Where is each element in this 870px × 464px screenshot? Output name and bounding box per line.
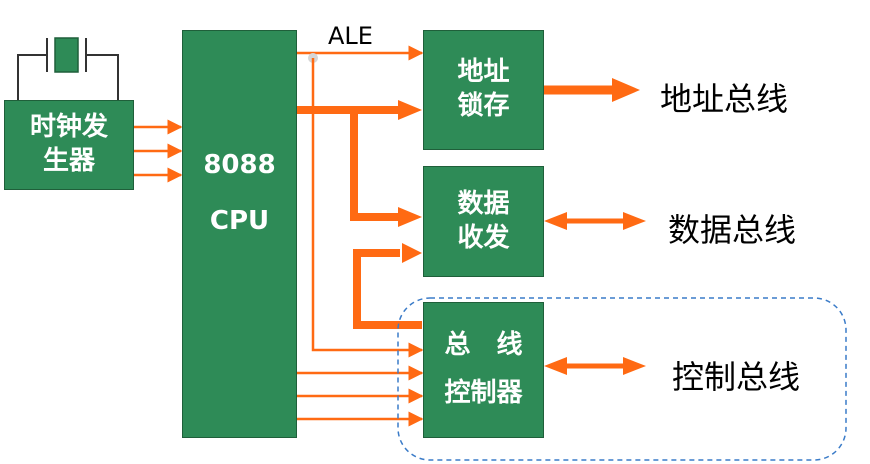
control-group-outline: [397, 297, 847, 461]
transceiver-label-line2: 收发: [457, 222, 510, 253]
clock-signal-arrows: [134, 119, 183, 183]
clock-label-line2: 生器: [42, 146, 95, 176]
control-signal-arrows: [297, 365, 424, 427]
cpu-bus-thick: [297, 100, 422, 329]
ale-label: ALE: [328, 22, 373, 50]
crystal-icon: [17, 37, 119, 100]
clock-generator-block: 时钟发 生器: [4, 100, 134, 190]
transceiver-label-line1: 数据: [457, 188, 510, 219]
latch-label-line1: 地址: [457, 57, 510, 88]
data-bus-arrow: [544, 212, 646, 230]
ale-signal-line: [297, 45, 424, 358]
cpu-label: CPU: [209, 205, 270, 236]
data-transceiver-block: 数据 收发: [423, 166, 544, 277]
cpu-model-label: 8088: [203, 150, 276, 180]
data-bus-label: 数据总线: [668, 211, 797, 249]
controller-label-line1: 总 线: [444, 330, 523, 361]
address-latch-block: 地址 锁存: [423, 30, 544, 150]
control-bus-arrow: [544, 357, 646, 375]
cpu-block: 8088 CPU: [182, 30, 297, 438]
controller-label-line2: 控制器: [444, 378, 523, 408]
address-bus-arrow: [544, 78, 640, 102]
address-bus-label: 地址总线: [660, 80, 789, 118]
clock-label-line1: 时钟发: [29, 112, 108, 143]
control-bus-label: 控制总线: [672, 358, 801, 396]
latch-label-line2: 锁存: [457, 91, 510, 121]
bus-controller-block: 总 线 控制器: [423, 302, 544, 438]
